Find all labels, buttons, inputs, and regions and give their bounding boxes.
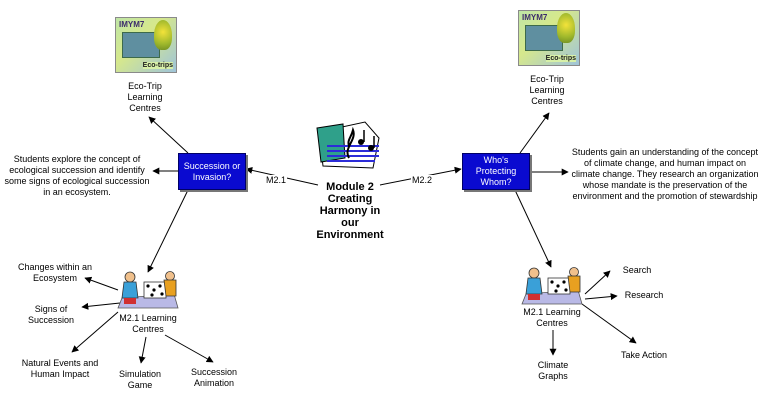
music-document-icon: [316, 121, 380, 169]
left-item-signs-succession[interactable]: Signs of Succession: [27, 304, 75, 325]
edge-left-item-3: [71, 311, 119, 353]
left-item-natural-events[interactable]: Natural Events and Human Impact: [21, 358, 99, 379]
left-eco-image-bottom-text: Eco-trips: [142, 62, 173, 69]
left-eco-image-top-text: IMYM7: [119, 20, 145, 29]
left-learning-centres-label[interactable]: M2.1 Learning Centres: [119, 313, 177, 334]
edge-left-learning: [147, 189, 189, 273]
left-item-changes-ecosystem[interactable]: Changes within an Ecosystem: [17, 262, 93, 283]
edge-right-item-1: [584, 270, 611, 295]
left-description: Students explore the concept of ecologic…: [4, 154, 150, 197]
edge-right-item-3: [581, 303, 637, 344]
whos-protecting-whom-box[interactable]: Who's Protecting Whom?: [462, 153, 530, 190]
right-children-reading-icon: [521, 267, 583, 305]
edge-right-eco: [519, 112, 550, 154]
edge-right-learning: [514, 189, 552, 268]
left-item-simulation-game[interactable]: Simulation Game: [118, 369, 162, 390]
edge-left-item-1: [84, 276, 119, 291]
edge-left-item-4: [138, 336, 147, 364]
edge-left-item-5: [164, 334, 214, 363]
edge-label-m22: M2.2: [411, 175, 434, 186]
right-item-climate-graphs[interactable]: Climate Graphs: [537, 360, 569, 381]
right-eco-image-top-text: IMYM7: [522, 13, 548, 22]
right-item-research[interactable]: Research: [624, 290, 664, 300]
right-eco-trip-image[interactable]: IMYM7 Eco-trips: [518, 10, 580, 66]
succession-or-invasion-box[interactable]: Succession or Invasion?: [178, 153, 246, 190]
edge-right-item-2: [584, 293, 618, 301]
edge-left-eco: [148, 116, 189, 154]
left-item-succession-animation[interactable]: Succession Animation: [190, 367, 238, 388]
right-item-search[interactable]: Search: [622, 265, 652, 275]
right-item-take-action[interactable]: Take Action: [620, 350, 668, 360]
right-description: Students gain an understanding of the co…: [571, 147, 759, 201]
edge-label-m21: M2.1: [265, 175, 288, 186]
left-eco-trip-image[interactable]: IMYM7 Eco-trips: [115, 17, 177, 73]
edge-left-item-2: [81, 302, 121, 310]
right-learning-centres-label[interactable]: M2.1 Learning Centres: [523, 307, 581, 328]
left-children-reading-icon: [117, 271, 179, 309]
left-eco-trip-label[interactable]: Eco-Trip Learning Centres: [127, 81, 163, 113]
right-eco-image-bottom-text: Eco-trips: [545, 55, 576, 62]
module-title: Module 2 Creating Harmony in our Environ…: [316, 181, 384, 241]
right-eco-trip-label[interactable]: Eco-Trip Learning Centres: [529, 74, 565, 106]
